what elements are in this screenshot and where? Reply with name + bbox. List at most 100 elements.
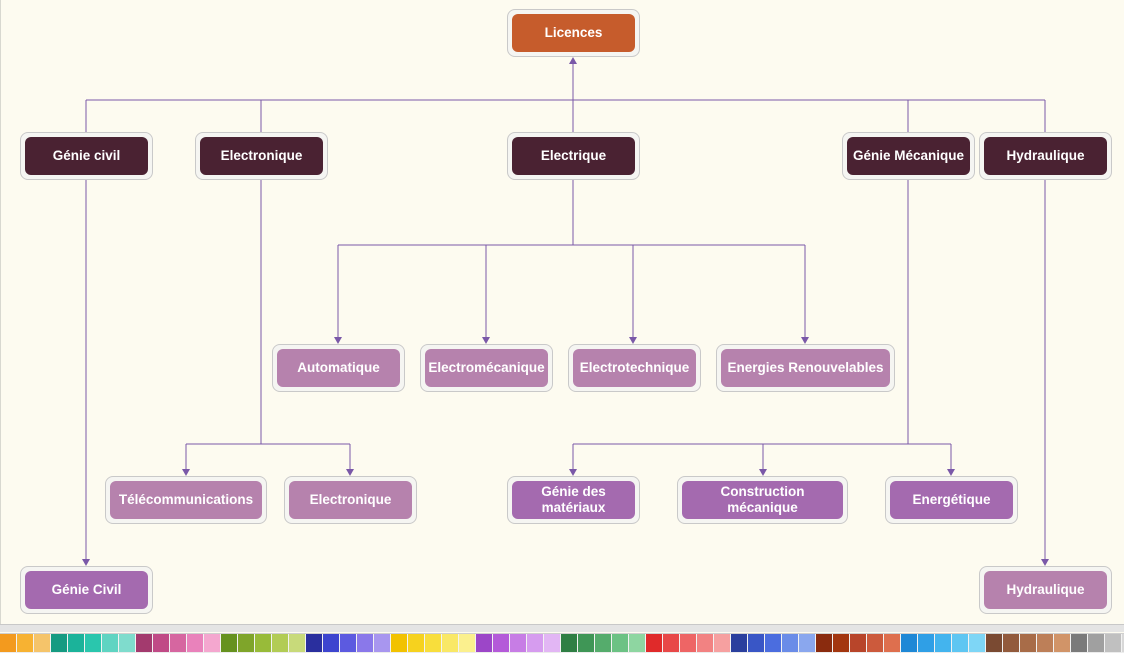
color-swatch[interactable] <box>918 634 935 652</box>
canvas-scrollbar[interactable] <box>0 624 1124 632</box>
color-swatch[interactable] <box>1037 634 1054 652</box>
node-hydraulique[interactable]: Hydraulique <box>979 132 1112 180</box>
node-genie-civil-sub[interactable]: Génie Civil <box>20 566 153 614</box>
color-swatch[interactable] <box>510 634 527 652</box>
node-licences[interactable]: Licences <box>507 9 640 57</box>
node-electronique-sub-label: Electronique <box>289 481 412 519</box>
color-swatch[interactable] <box>170 634 187 652</box>
color-swatch[interactable] <box>799 634 816 652</box>
color-swatch[interactable] <box>459 634 476 652</box>
color-swatch[interactable] <box>204 634 221 652</box>
color-swatch[interactable] <box>289 634 306 652</box>
color-swatch[interactable] <box>391 634 408 652</box>
color-swatch[interactable] <box>782 634 799 652</box>
arrowhead-icon <box>629 337 637 344</box>
color-swatch[interactable] <box>850 634 867 652</box>
color-swatch[interactable] <box>765 634 782 652</box>
node-electrique[interactable]: Electrique <box>507 132 640 180</box>
color-swatch[interactable] <box>663 634 680 652</box>
color-swatch[interactable] <box>884 634 901 652</box>
node-genie-mecanique[interactable]: Génie Mécanique <box>842 132 975 180</box>
color-swatch[interactable] <box>612 634 629 652</box>
node-electrotechnique[interactable]: Electrotechnique <box>568 344 701 392</box>
color-swatch[interactable] <box>340 634 357 652</box>
color-swatch[interactable] <box>238 634 255 652</box>
node-energetique-label: Energétique <box>890 481 1013 519</box>
node-energies-renouvelables-label: Energies Renouvelables <box>721 349 890 387</box>
node-construction-mecanique-label: Construction mécanique <box>682 481 843 519</box>
node-genie-des-materiaux[interactable]: Génie des matériaux <box>507 476 640 524</box>
node-electromecanique-label: Electromécanique <box>425 349 548 387</box>
color-swatch[interactable] <box>969 634 986 652</box>
arrowhead-icon <box>1041 559 1049 566</box>
node-electromecanique[interactable]: Electromécanique <box>420 344 553 392</box>
color-swatch[interactable] <box>136 634 153 652</box>
node-telecommunications-label: Télécommunications <box>110 481 262 519</box>
color-swatch[interactable] <box>544 634 561 652</box>
color-swatch[interactable] <box>102 634 119 652</box>
color-swatch[interactable] <box>816 634 833 652</box>
color-swatch[interactable] <box>408 634 425 652</box>
node-genie-civil-label: Génie civil <box>25 137 148 175</box>
color-swatch[interactable] <box>1020 634 1037 652</box>
color-swatch[interactable] <box>986 634 1003 652</box>
color-swatch[interactable] <box>153 634 170 652</box>
color-swatch[interactable] <box>1088 634 1105 652</box>
color-swatch[interactable] <box>867 634 884 652</box>
color-swatch[interactable] <box>1105 634 1122 652</box>
color-swatch[interactable] <box>561 634 578 652</box>
color-swatch[interactable] <box>748 634 765 652</box>
node-genie-civil[interactable]: Génie civil <box>20 132 153 180</box>
color-swatch[interactable] <box>1122 634 1124 652</box>
color-swatch[interactable] <box>306 634 323 652</box>
color-swatch[interactable] <box>1003 634 1020 652</box>
color-swatch[interactable] <box>935 634 952 652</box>
node-automatique-label: Automatique <box>277 349 400 387</box>
color-swatch[interactable] <box>221 634 238 652</box>
color-swatch[interactable] <box>731 634 748 652</box>
color-swatch[interactable] <box>34 634 51 652</box>
color-swatch[interactable] <box>187 634 204 652</box>
color-swatch[interactable] <box>595 634 612 652</box>
node-electronique[interactable]: Electronique <box>195 132 328 180</box>
arrowhead-icon <box>801 337 809 344</box>
color-swatch[interactable] <box>578 634 595 652</box>
node-construction-mecanique[interactable]: Construction mécanique <box>677 476 848 524</box>
color-swatch[interactable] <box>952 634 969 652</box>
color-swatch[interactable] <box>357 634 374 652</box>
color-swatch[interactable] <box>255 634 272 652</box>
color-swatch[interactable] <box>442 634 459 652</box>
node-energetique[interactable]: Energétique <box>885 476 1018 524</box>
color-swatch[interactable] <box>425 634 442 652</box>
node-energies-renouvelables[interactable]: Energies Renouvelables <box>716 344 895 392</box>
color-swatch[interactable] <box>476 634 493 652</box>
color-swatch[interactable] <box>629 634 646 652</box>
node-electronique-sub[interactable]: Electronique <box>284 476 417 524</box>
color-swatch[interactable] <box>646 634 663 652</box>
color-swatch[interactable] <box>51 634 68 652</box>
color-swatch[interactable] <box>119 634 136 652</box>
color-swatch[interactable] <box>901 634 918 652</box>
arrowhead-icon <box>759 469 767 476</box>
node-hydraulique-sub[interactable]: Hydraulique <box>979 566 1112 614</box>
color-swatch[interactable] <box>1071 634 1088 652</box>
node-genie-civil-sub-label: Génie Civil <box>25 571 148 609</box>
color-swatch[interactable] <box>833 634 850 652</box>
color-swatch[interactable] <box>17 634 34 652</box>
color-swatch[interactable] <box>714 634 731 652</box>
color-swatch[interactable] <box>323 634 340 652</box>
color-swatch[interactable] <box>272 634 289 652</box>
color-swatch[interactable] <box>527 634 544 652</box>
color-swatch[interactable] <box>68 634 85 652</box>
color-swatch[interactable] <box>493 634 510 652</box>
color-swatch[interactable] <box>697 634 714 652</box>
arrowhead-icon <box>82 559 90 566</box>
node-telecommunications[interactable]: Télécommunications <box>105 476 267 524</box>
color-swatch[interactable] <box>1054 634 1071 652</box>
node-electronique-label: Electronique <box>200 137 323 175</box>
color-swatch[interactable] <box>374 634 391 652</box>
color-swatch[interactable] <box>85 634 102 652</box>
color-swatch[interactable] <box>0 634 17 652</box>
node-automatique[interactable]: Automatique <box>272 344 405 392</box>
color-swatch[interactable] <box>680 634 697 652</box>
